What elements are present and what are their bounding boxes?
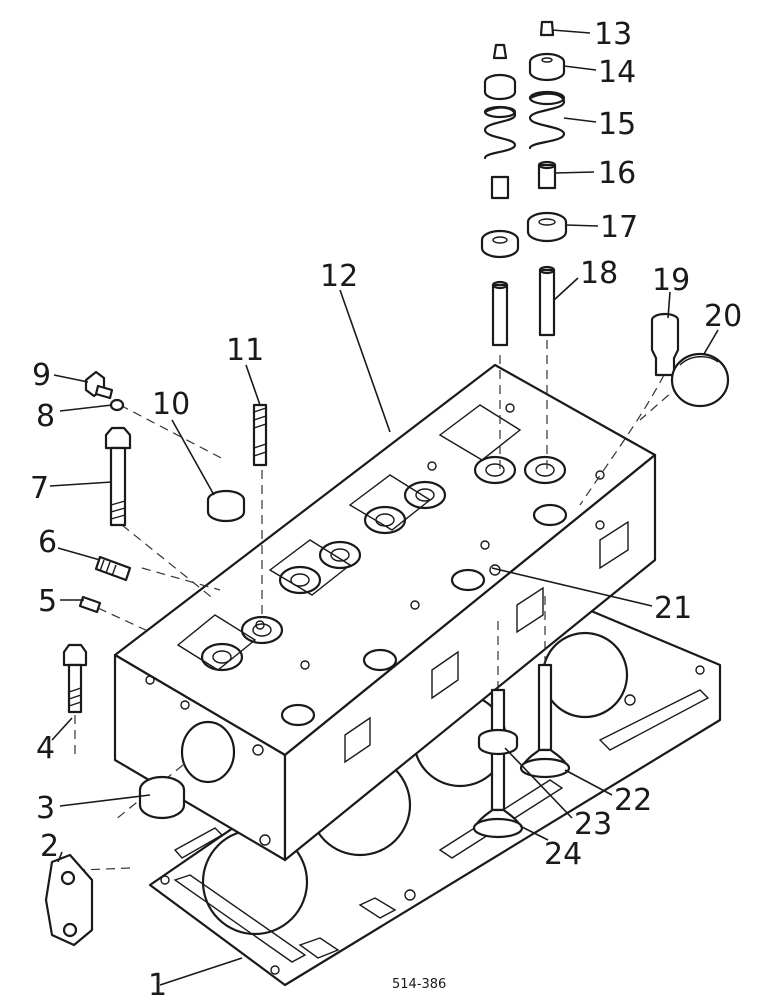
callout-10: 10 bbox=[152, 387, 190, 422]
callout-12: 12 bbox=[320, 259, 358, 294]
core-plug-20 bbox=[670, 352, 730, 408]
callout-7: 7 bbox=[30, 471, 49, 506]
callout-5: 5 bbox=[38, 584, 57, 619]
washer-8 bbox=[109, 398, 125, 412]
cylinder-head bbox=[113, 363, 657, 862]
callout-15: 15 bbox=[598, 107, 636, 142]
head-bolt-7 bbox=[104, 426, 132, 527]
head-bolt-4 bbox=[62, 643, 88, 714]
callout-21: 21 bbox=[654, 591, 692, 626]
stud-11 bbox=[252, 403, 268, 467]
callout-22: 22 bbox=[614, 783, 652, 818]
callout-18: 18 bbox=[580, 256, 618, 291]
callout-labels: 1 2 3 4 5 6 7 8 9 10 11 12 13 14 15 16 1… bbox=[30, 17, 742, 1000]
callout-6: 6 bbox=[38, 525, 57, 560]
callout-2: 2 bbox=[40, 829, 59, 864]
gasket-2 bbox=[44, 853, 94, 947]
valve-train-right bbox=[526, 20, 568, 337]
bolt-holes bbox=[145, 403, 605, 756]
callout-16: 16 bbox=[598, 156, 636, 191]
valve-seal-23 bbox=[477, 728, 519, 756]
callout-9: 9 bbox=[32, 358, 51, 393]
callout-8: 8 bbox=[36, 399, 55, 434]
valve-train-left bbox=[480, 43, 520, 347]
callout-23: 23 bbox=[574, 807, 612, 842]
valve-ports bbox=[200, 455, 568, 727]
core-plug-3 bbox=[138, 775, 186, 820]
callout-14: 14 bbox=[598, 55, 636, 90]
callout-3: 3 bbox=[36, 791, 55, 826]
core-plug-10 bbox=[206, 489, 246, 523]
assembly-lines bbox=[74, 340, 681, 871]
stud-6 bbox=[94, 555, 132, 582]
injector-sleeve bbox=[650, 312, 680, 377]
callout-17: 17 bbox=[600, 210, 638, 245]
valve-22 bbox=[519, 663, 571, 779]
callout-4: 4 bbox=[36, 731, 55, 766]
diagram-reference-code: 514-386 bbox=[392, 977, 446, 992]
stud-5 bbox=[78, 595, 102, 614]
banjo-bolt-9 bbox=[84, 370, 114, 400]
callout-13: 13 bbox=[594, 17, 632, 52]
leader-lines bbox=[49, 29, 719, 986]
callout-19: 19 bbox=[652, 263, 690, 298]
callout-1: 1 bbox=[148, 968, 167, 1000]
callout-20: 20 bbox=[704, 299, 742, 334]
callout-24: 24 bbox=[544, 837, 582, 872]
callout-11: 11 bbox=[226, 333, 264, 368]
